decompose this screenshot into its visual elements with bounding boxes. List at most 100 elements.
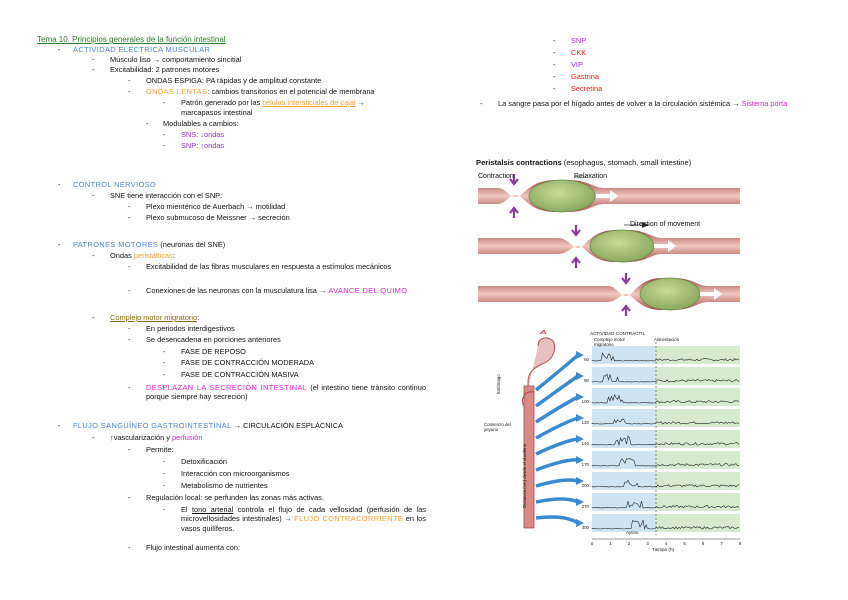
stomach-shape: [527, 337, 556, 390]
bullet-dash: -: [128, 286, 131, 295]
text-span: en los vasos quilíferos.: [181, 514, 426, 533]
text-span: PATRONES MOTORES: [73, 240, 159, 249]
bullet-dash: -: [128, 335, 131, 344]
text-line: Plexo submucoso de Meissner → secreción: [146, 213, 290, 222]
hormone-item: Secretina: [571, 84, 603, 93]
text-line: SNE tiene interacción con el SNP:: [110, 191, 223, 200]
trace-line: [591, 458, 740, 467]
text-line: Permite:: [146, 445, 174, 454]
blue-arrow: [534, 374, 579, 408]
bullet-dash: -: [128, 543, 131, 552]
bullet-dash: -: [92, 313, 95, 322]
blue-arrow: [535, 395, 579, 424]
fasting-band: [592, 514, 656, 532]
bullet-dash: -: [553, 60, 556, 69]
x-tick-label: 1: [609, 541, 612, 546]
x-tick-label: 0: [591, 541, 594, 546]
text-span: La sangre pasa por el hígado antes de vo…: [498, 99, 742, 108]
peristalsis-diagram: [478, 174, 740, 316]
text-line: Patrón generado por las células intersti…: [181, 98, 365, 107]
text-line: Interacción con microorganismos: [181, 469, 290, 478]
text-line: SNS: ↓ondas: [181, 130, 225, 139]
bullet-dash: -: [128, 202, 131, 211]
bullet-dash: -: [58, 45, 61, 54]
text-span: AVANCE DEL QUIMO: [328, 286, 408, 295]
section-heading-actividad: ACTIVIDAD ELÉCTRICA MUSCULAR: [73, 45, 211, 54]
text-line: En periodos interdigestivos: [146, 324, 235, 333]
text-span: perfusión: [172, 433, 203, 442]
fed-band: [656, 388, 740, 406]
bullet-dash: -: [553, 72, 556, 81]
fasting-band: [592, 472, 656, 490]
bullet-dash: -: [480, 99, 483, 108]
text-line: Excitabilidad: 2 patrones motores: [110, 65, 220, 74]
text-span: peristálticas: [133, 251, 173, 260]
text-line: FASE DE CONTRACCIÓN MODERADA: [181, 358, 315, 367]
x-tick-label: 2: [628, 541, 631, 546]
text-line: ONDAS LENTAS: cambios transitorios en el…: [146, 87, 375, 96]
relaxation-label: Relaxation: [574, 173, 608, 180]
bullet-dash: -: [92, 55, 95, 64]
x-axis-label: Tiempo (h): [652, 547, 675, 552]
blue-arrowhead: [576, 435, 584, 443]
trace-line: [591, 373, 740, 383]
text-span: ↑vascularización y: [110, 433, 173, 442]
hormone-item: SNP: [571, 36, 587, 45]
ayuno-label: Ayuno: [626, 530, 639, 535]
fasting-band: [592, 409, 656, 427]
fed-band: [656, 346, 740, 364]
y-tick-label: 140: [582, 441, 590, 446]
fasting-band: [592, 346, 656, 364]
fed-band: [656, 493, 740, 511]
section-heading-flujo: FLUJO SANGUÍNEO GASTROINTESTINAL → CIRCU…: [73, 421, 343, 430]
bullet-dash: -: [128, 213, 131, 222]
fasting-band: [592, 388, 656, 406]
text-line: El tono arterial controla el flujo de ca…: [181, 505, 426, 533]
hormone-item: Gastrina: [571, 72, 599, 81]
text-line: Excitabilidad de las fibras musculares e…: [146, 262, 392, 271]
blue-arrowhead: [576, 393, 584, 401]
fasting-band: [592, 430, 656, 448]
bullet-dash: -: [92, 191, 95, 200]
sangre-line: La sangre pasa por el hígado antes de vo…: [498, 99, 798, 108]
blue-arrow: [535, 437, 579, 456]
intestine-shape: [523, 385, 535, 529]
text-line: FASE DE REPOSO: [181, 347, 246, 356]
text-span: tono arterial: [191, 505, 234, 514]
text-span: : cambios transitorios en el potencial d…: [207, 87, 375, 96]
y-tick-label: 60: [584, 357, 589, 362]
alimentacion-label: Alimentación: [654, 337, 680, 342]
y-tick-label: 120: [582, 420, 590, 425]
trace-line: [591, 520, 740, 531]
bullet-dash: -: [553, 36, 556, 45]
blue-arrowhead: [576, 498, 584, 506]
x-tick-label: 3: [646, 541, 649, 546]
fed-band: [656, 409, 740, 427]
bullet-dash: -: [58, 180, 61, 189]
cajal-link: células intersticiales de cajal: [262, 98, 356, 107]
blue-arrowhead: [576, 351, 584, 359]
text-span: → CIRCULACIÓN ESPLÁCNICA: [231, 421, 343, 430]
trace-line: [591, 352, 740, 362]
y-axis-label: Distancia (cm) desde el duodeno: [522, 443, 527, 508]
text-line: Complejo motor migratorio:: [110, 313, 199, 322]
bullet-dash: -: [58, 421, 61, 430]
text-line: Se desencadena en porciones anteriores: [146, 335, 281, 344]
text-line: FASE DE CONTRACCIÓN MASIVA: [181, 370, 299, 379]
text-line: Ondas peristálticas:: [110, 251, 175, 260]
text-span: FLUJO CONTRACORRIENTE: [294, 514, 404, 524]
trace-line: [591, 479, 740, 488]
blue-arrow: [535, 458, 579, 472]
y-tick-label: 300: [582, 525, 590, 530]
y-tick-label: 80: [584, 378, 589, 383]
bullet-dash: -: [163, 347, 166, 356]
fed-band: [656, 472, 740, 490]
x-tick-label: 6: [702, 541, 705, 546]
bullet-dash: -: [128, 445, 131, 454]
bullet-dash: -: [553, 48, 556, 57]
trace-line: [591, 435, 740, 446]
fasting-band: [592, 451, 656, 469]
text-span: El: [181, 505, 192, 514]
bullet-dash: -: [58, 240, 61, 249]
text-line: Detoxificación: [181, 457, 228, 466]
